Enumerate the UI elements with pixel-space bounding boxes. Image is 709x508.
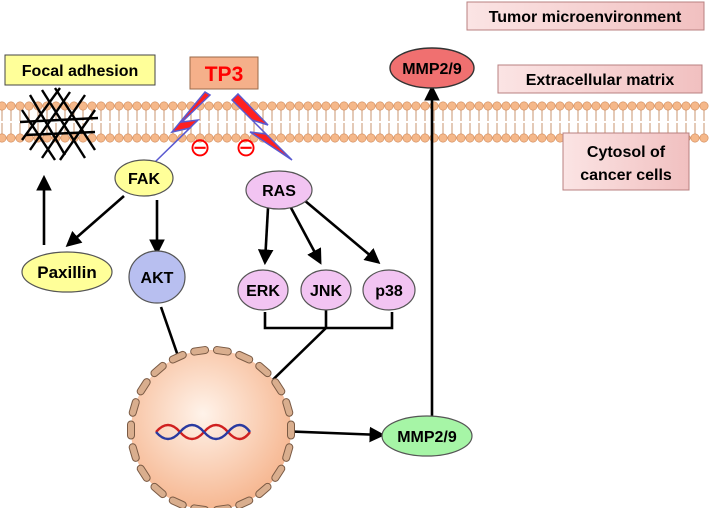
erk-label: ERK [246, 283, 280, 300]
nuclear-envelope-pores [127, 346, 295, 508]
tp3-label: TP3 [205, 63, 244, 86]
tumor-microenvironment-box: Tumor microenvironment [466, 1, 705, 31]
arrow-ras-to-p38 [303, 199, 381, 265]
inhibit-symbol-right-icon: ⊖ [235, 132, 257, 162]
fak-node: FAK [114, 159, 174, 197]
mapk-merge-bracket [263, 312, 394, 330]
mmp-cytosol-label: MMP2/9 [397, 429, 457, 446]
paxillin-node: Paxillin [21, 251, 113, 293]
akt-node: AKT [128, 250, 186, 304]
mmp-extracellular-label: MMP2/9 [402, 61, 462, 78]
cytosol-box: Cytosol of cancer cells [562, 132, 690, 191]
dna-helix-icon [155, 423, 251, 441]
focal-adhesion-box: Focal adhesion [4, 54, 156, 86]
ras-label: RAS [262, 183, 296, 200]
arrow-ras-to-erk [257, 207, 274, 266]
inhibit-symbol-left-icon: ⊖ [189, 132, 211, 162]
p38-node: p38 [362, 269, 416, 311]
tumor-microenvironment-label: Tumor microenvironment [489, 9, 682, 26]
erk-node: ERK [237, 269, 289, 311]
jnk-label: JNK [310, 283, 342, 300]
arrow-fak-to-paxillin [65, 195, 125, 248]
nucleus [127, 346, 295, 508]
mmp-cytosol-node: MMP2/9 [381, 415, 473, 457]
tp3-drug-box: TP3 [189, 56, 259, 90]
arrow-ras-to-jnk [288, 205, 322, 265]
paxillin-label: Paxillin [37, 263, 97, 282]
focal-adhesion-label: Focal adhesion [22, 63, 138, 80]
focal-adhesion-mesh-icon [19, 87, 99, 161]
lightning-right-icon [230, 92, 293, 161]
extracellular-matrix-label: Extracellular matrix [526, 72, 675, 89]
mmp-extracellular-node: MMP2/9 [389, 47, 475, 89]
fak-label: FAK [128, 171, 160, 188]
jnk-node: JNK [300, 269, 352, 311]
p38-label: p38 [375, 283, 403, 300]
ras-node: RAS [245, 170, 313, 210]
lightning-left-icon [154, 91, 212, 163]
extracellular-matrix-box: Extracellular matrix [497, 64, 703, 94]
cytosol-label-line1: Cytosol of [587, 144, 666, 161]
akt-label: AKT [141, 270, 174, 287]
cytosol-label-line2: cancer cells [580, 167, 672, 184]
